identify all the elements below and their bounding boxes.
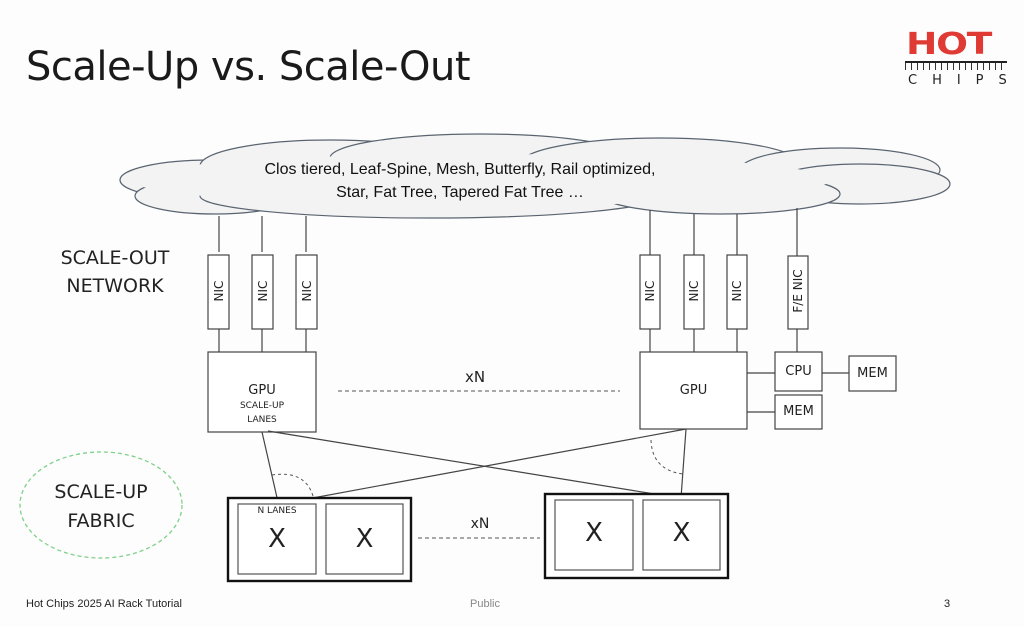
switch-repeat-label: xN	[470, 516, 490, 532]
left-nic-2	[251, 254, 274, 330]
fe-nic-label: F/E NIC	[791, 269, 805, 313]
footer-page-number: 3	[944, 598, 951, 610]
right-switch-2-label: X	[672, 518, 691, 548]
logo-grill-bar	[905, 61, 1007, 63]
gpu-mem-label: MEM	[783, 404, 814, 419]
right-nic-2-label: NIC	[687, 280, 701, 302]
slide-title: Scale-Up vs. Scale-Out	[26, 44, 471, 90]
logo-grill-ticks	[905, 63, 1007, 70]
lane-arc-marks	[271, 439, 684, 497]
scale-up-fabric-ring	[19, 451, 183, 559]
left-nic-1-label: NIC	[212, 280, 226, 302]
left-nic-1	[207, 254, 230, 330]
right-nic-3	[726, 254, 748, 330]
topology-list: Clos tiered, Leaf-Spine, Mesh, Butterfly…	[180, 158, 740, 204]
right-nic-3-label: NIC	[730, 280, 744, 302]
cpu-mem-box	[848, 355, 897, 392]
right-switch-2	[642, 499, 721, 571]
right-gpu-label: GPU	[679, 383, 708, 398]
right-switch-1	[554, 499, 634, 571]
left-nic-2-label: NIC	[256, 280, 270, 302]
right-nic-1-label: NIC	[643, 280, 657, 302]
left-switch-1	[237, 503, 317, 575]
footer-classification: Public	[470, 598, 500, 610]
left-gpu-sublabel-2: LANES	[247, 415, 277, 425]
left-gpu-sublabel-1: SCALE-UP	[239, 401, 285, 411]
gpu-mem-box	[774, 394, 823, 430]
scale-out-label-line1: SCALE-OUT	[60, 247, 170, 269]
topology-line-2: Star, Fat Tree, Tapered Fat Tree …	[336, 184, 584, 201]
right-fe-nic	[787, 255, 809, 330]
logo-hot-text: HOT	[906, 27, 992, 62]
cpu-mem-label: MEM	[857, 366, 888, 381]
scale-out-label: SCALE-OUT NETWORK	[40, 244, 190, 300]
footer-event-title: Hot Chips 2025 AI Rack Tutorial	[26, 598, 182, 610]
scale-up-label: SCALE-UP FABRIC	[26, 478, 176, 536]
n-lanes-label: N LANES	[257, 506, 297, 516]
right-nic-2	[683, 254, 705, 330]
right-nic-1	[639, 254, 661, 330]
scale-up-label-line2: FABRIC	[67, 510, 135, 532]
left-switch-2	[325, 503, 404, 575]
cpu-label: CPU	[785, 364, 812, 379]
right-nic-links	[649, 208, 849, 413]
scale-up-label-line1: SCALE-UP	[54, 481, 148, 503]
right-switch-1-label: X	[585, 518, 603, 548]
left-nic-links	[218, 216, 307, 352]
hot-chips-logo: HOT CHIPS	[900, 30, 1012, 92]
scale-out-label-line2: NETWORK	[66, 275, 164, 297]
gpu-repeat-label: xN	[464, 368, 486, 386]
left-nic-3	[295, 254, 318, 330]
left-gpu-label: GPU	[248, 383, 276, 398]
cpu-box	[774, 351, 823, 392]
left-switch-2-label: X	[355, 524, 374, 554]
left-gpu-box	[207, 351, 317, 433]
topology-line-1: Clos tiered, Leaf-Spine, Mesh, Butterfly…	[264, 161, 656, 178]
right-gpu-box	[639, 351, 748, 430]
left-switch-1-label: X	[268, 524, 286, 554]
logo-chips-text: CHIPS	[908, 73, 1022, 88]
scale-up-links	[261, 428, 687, 503]
left-nic-3-label: NIC	[300, 280, 314, 302]
